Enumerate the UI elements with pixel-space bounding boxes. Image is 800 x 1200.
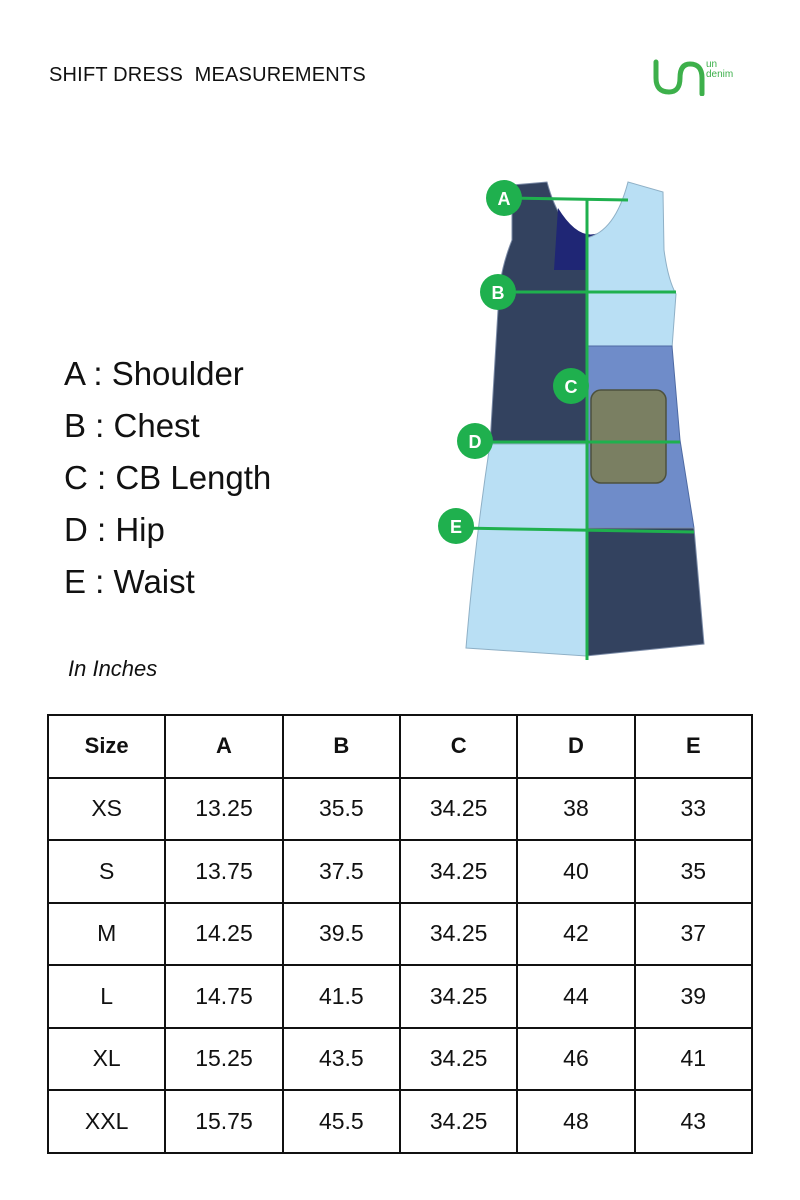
table-cell: 42 [516, 901, 636, 966]
brand-line1: un [706, 59, 718, 70]
table-cell: 13.75 [164, 839, 284, 904]
header-cell: A [164, 714, 284, 779]
header-cell: C [398, 714, 519, 779]
table-cell: 39.5 [281, 901, 401, 966]
table-row: XXL 15.75 45.5 34.25 48 43 [46, 1089, 754, 1154]
measurement-legend: A : Shoulder B : Chest C : CB Length D :… [64, 348, 271, 608]
marker-b-label: B [492, 283, 505, 303]
table-cell: 39 [633, 964, 754, 1029]
table-row: XL 15.25 43.5 34.25 46 41 [46, 1026, 754, 1091]
size-chart-table: Size A B C D E XS 13.25 35.5 34.25 38 33… [46, 714, 754, 1154]
table-cell: XS [46, 776, 167, 841]
unit-note: In Inches [68, 656, 158, 681]
table-cell: 43.5 [281, 1026, 401, 1091]
brand-logo: un denim [652, 56, 742, 100]
table-cell: 35 [633, 839, 754, 904]
table-cell: S [46, 839, 167, 904]
measurement-lines [459, 196, 695, 660]
table-cell: XL [46, 1026, 167, 1091]
header-cell: B [281, 714, 401, 779]
header-cell: D [516, 714, 636, 779]
legend-item-cb-length: C : CB Length [64, 459, 272, 496]
table-cell: 43 [633, 1089, 754, 1154]
marker-e: E [438, 508, 474, 544]
table-cell: 41.5 [281, 964, 401, 1029]
line-waist [459, 526, 695, 534]
table-cell: 37 [633, 901, 754, 966]
table-cell: 41 [633, 1026, 754, 1091]
table-header-row: Size A B C D E [46, 714, 754, 779]
dress-panel-left-lower [465, 443, 587, 657]
table-cell: 14.25 [164, 901, 284, 966]
dress-panel-left-upper [489, 181, 587, 445]
table-cell: 48 [516, 1089, 636, 1154]
table-cell: XXL [46, 1089, 167, 1154]
table-row: M 14.25 39.5 34.25 42 37 [46, 901, 754, 966]
marker-e-label: E [450, 517, 462, 537]
table-cell: 34.25 [398, 1089, 519, 1154]
table-cell: 34.25 [398, 901, 519, 966]
legend-item-hip: D : Hip [64, 511, 165, 548]
table-cell: M [46, 901, 167, 966]
table-cell: 46 [516, 1026, 636, 1091]
line-shoulder [505, 196, 629, 202]
dress-diagram: A B C D E [438, 180, 705, 660]
marker-c-label: C [565, 377, 578, 397]
table-cell: 15.75 [164, 1089, 284, 1154]
table-cell: 34.25 [398, 964, 519, 1029]
legend-item-waist: E : Waist [64, 563, 195, 600]
table-cell: 37.5 [281, 839, 401, 904]
dress-panel-right-upper [585, 181, 677, 349]
marker-a-label: A [498, 189, 511, 209]
table-row: L 14.75 41.5 34.25 44 39 [46, 964, 754, 1029]
table-cell: 33 [633, 776, 754, 841]
table-cell: 15.25 [164, 1026, 284, 1091]
header-cell: E [633, 714, 754, 779]
table-row: XS 13.25 35.5 34.25 38 33 [46, 776, 754, 841]
table-cell: L [46, 964, 167, 1029]
brand-line2: denim [706, 69, 734, 80]
table-cell: 35.5 [281, 776, 401, 841]
marker-c: C [553, 368, 589, 404]
table-row: S 13.75 37.5 34.25 40 35 [46, 839, 754, 904]
dress-panel-right-lower [585, 527, 705, 657]
marker-d-label: D [469, 432, 482, 452]
table-cell: 34.25 [398, 776, 519, 841]
table-cell: 44 [516, 964, 636, 1029]
marker-b: B [480, 274, 516, 310]
table-cell: 40 [516, 839, 636, 904]
legend-item-chest: B : Chest [64, 407, 200, 444]
header-cell: Size [46, 714, 167, 779]
table-cell: 38 [516, 776, 636, 841]
table-cell: 34.25 [398, 839, 519, 904]
legend-item-shoulder: A : Shoulder [64, 355, 244, 392]
table-cell: 45.5 [281, 1089, 401, 1154]
table-cell: 14.75 [164, 964, 284, 1029]
table-cell: 13.25 [164, 776, 284, 841]
brand-wordmark: un denim [706, 60, 733, 80]
page-title: SHIFT DRESS MEASUREMENTS [49, 64, 366, 86]
dress-pocket [590, 389, 667, 484]
un-logo-icon [653, 59, 705, 96]
marker-d: D [457, 423, 493, 459]
table-cell: 34.25 [398, 1026, 519, 1091]
marker-a: A [486, 180, 522, 216]
